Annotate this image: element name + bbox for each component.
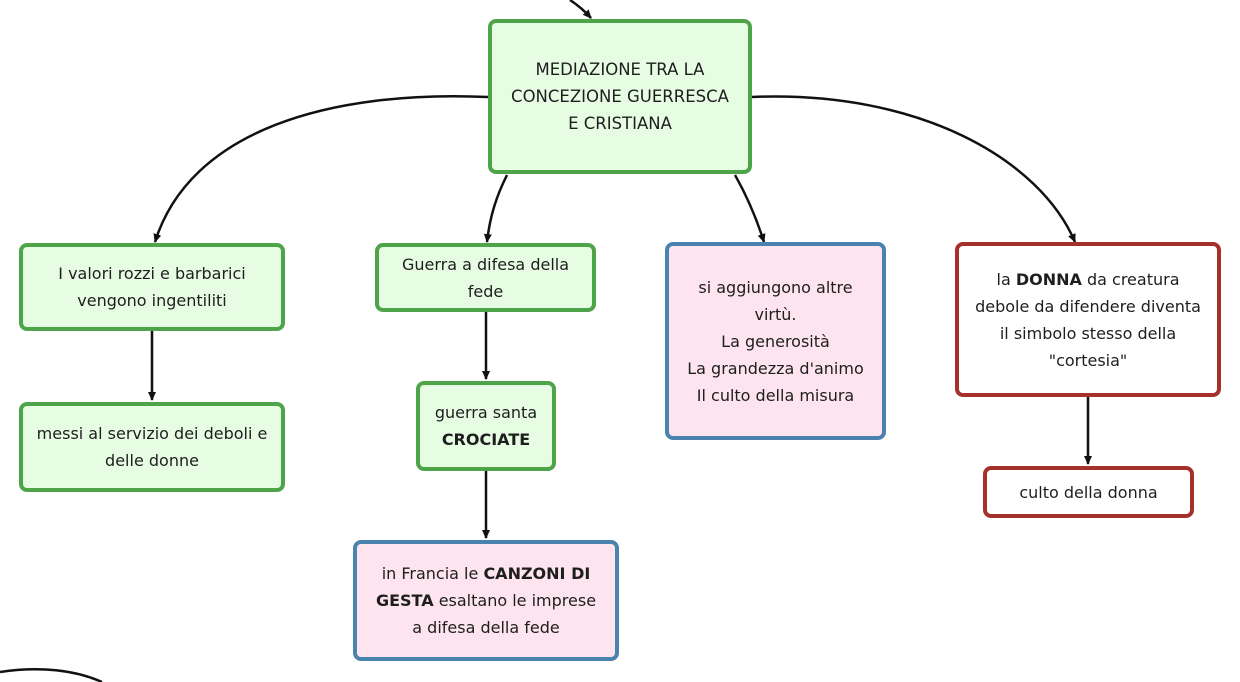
root-line-1: MEDIAZIONE TRA LA: [535, 60, 705, 79]
virtu-line-4: La grandezza d'animo: [687, 358, 864, 378]
guerra-line-2: fede: [467, 281, 504, 301]
servizio-node[interactable]: messi al servizio dei deboli e delle don…: [19, 402, 285, 492]
root-node[interactable]: MEDIAZIONE TRA LA CONCEZIONE GUERRESCA E…: [488, 19, 752, 174]
donna-node[interactable]: la DONNA da creatura debole da difendere…: [955, 242, 1221, 397]
virtu-line-1: si aggiungono altre: [698, 277, 853, 297]
valori-node-text: I valori rozzi e barbarici vengono ingen…: [58, 260, 245, 314]
connector-root-to-donna: [751, 95, 1077, 243]
connector-root-to-virtu: [733, 174, 766, 243]
donna-line-2: debole da difendere diventa: [975, 296, 1201, 316]
guerra-fede-node-text: Guerra a difesa della fede: [402, 251, 569, 305]
canzoni-bold-2: GESTA: [375, 591, 434, 610]
crociate-line-1: guerra santa: [434, 403, 538, 422]
crociate-node[interactable]: guerra santa CROCIATE: [416, 381, 556, 471]
root-line-3: E CRISTIANA: [568, 114, 672, 133]
valori-line-1: I valori rozzi e barbarici: [58, 264, 246, 283]
servizio-line-2: delle donne: [105, 451, 199, 470]
donna-line-3: il simbolo stesso della: [999, 323, 1177, 343]
outgoing-connector-bottom: [0, 668, 103, 682]
canzoni-bold-1: CANZONI DI: [483, 564, 591, 583]
virtu-node[interactable]: si aggiungono altre virtù. La generosità…: [665, 242, 886, 440]
canzoni-di-gesta-node[interactable]: in Francia le CANZONI DI GESTA esaltano …: [353, 540, 619, 661]
donna-line-4: "cortesia": [1048, 350, 1128, 370]
canzoni-line-3: a difesa della fede: [412, 618, 560, 637]
canzoni-node-text: in Francia le CANZONI DI GESTA esaltano …: [376, 560, 596, 641]
donna-node-text: la DONNA da creatura debole da difendere…: [975, 266, 1201, 374]
culto-donna-text: culto della donna: [1019, 482, 1158, 502]
virtu-node-text: si aggiungono altre virtù. La generosità…: [687, 274, 864, 409]
servizio-node-text: messi al servizio dei deboli e delle don…: [37, 420, 268, 474]
virtu-line-5: Il culto della misura: [696, 385, 855, 405]
virtu-line-3: La generosità: [721, 331, 830, 351]
culto-donna-node[interactable]: culto della donna: [983, 466, 1194, 518]
donna-pre: la: [996, 269, 1016, 289]
donna-bold: DONNA: [1015, 269, 1082, 289]
crociate-line-2: CROCIATE: [441, 430, 531, 449]
servizio-line-1: messi al servizio dei deboli e: [36, 424, 268, 443]
connector-root-to-valori: [153, 95, 489, 243]
canzoni-post: esaltano le imprese: [433, 591, 597, 610]
valori-line-2: vengono ingentiliti: [77, 291, 227, 310]
guerra-line-1: Guerra a difesa della: [401, 254, 570, 274]
canzoni-pre: in Francia le: [381, 564, 484, 583]
valori-node[interactable]: I valori rozzi e barbarici vengono ingen…: [19, 243, 285, 331]
incoming-connector: [569, 0, 592, 19]
connector-root-to-guerra: [483, 174, 509, 243]
crociate-node-text: guerra santa CROCIATE: [435, 399, 537, 453]
donna-post: da creatura: [1081, 269, 1180, 289]
guerra-fede-node[interactable]: Guerra a difesa della fede: [375, 243, 596, 312]
root-node-text: MEDIAZIONE TRA LA CONCEZIONE GUERRESCA E…: [511, 56, 729, 137]
virtu-line-2: virtù.: [754, 304, 797, 324]
root-line-2: CONCEZIONE GUERRESCA: [511, 87, 729, 106]
